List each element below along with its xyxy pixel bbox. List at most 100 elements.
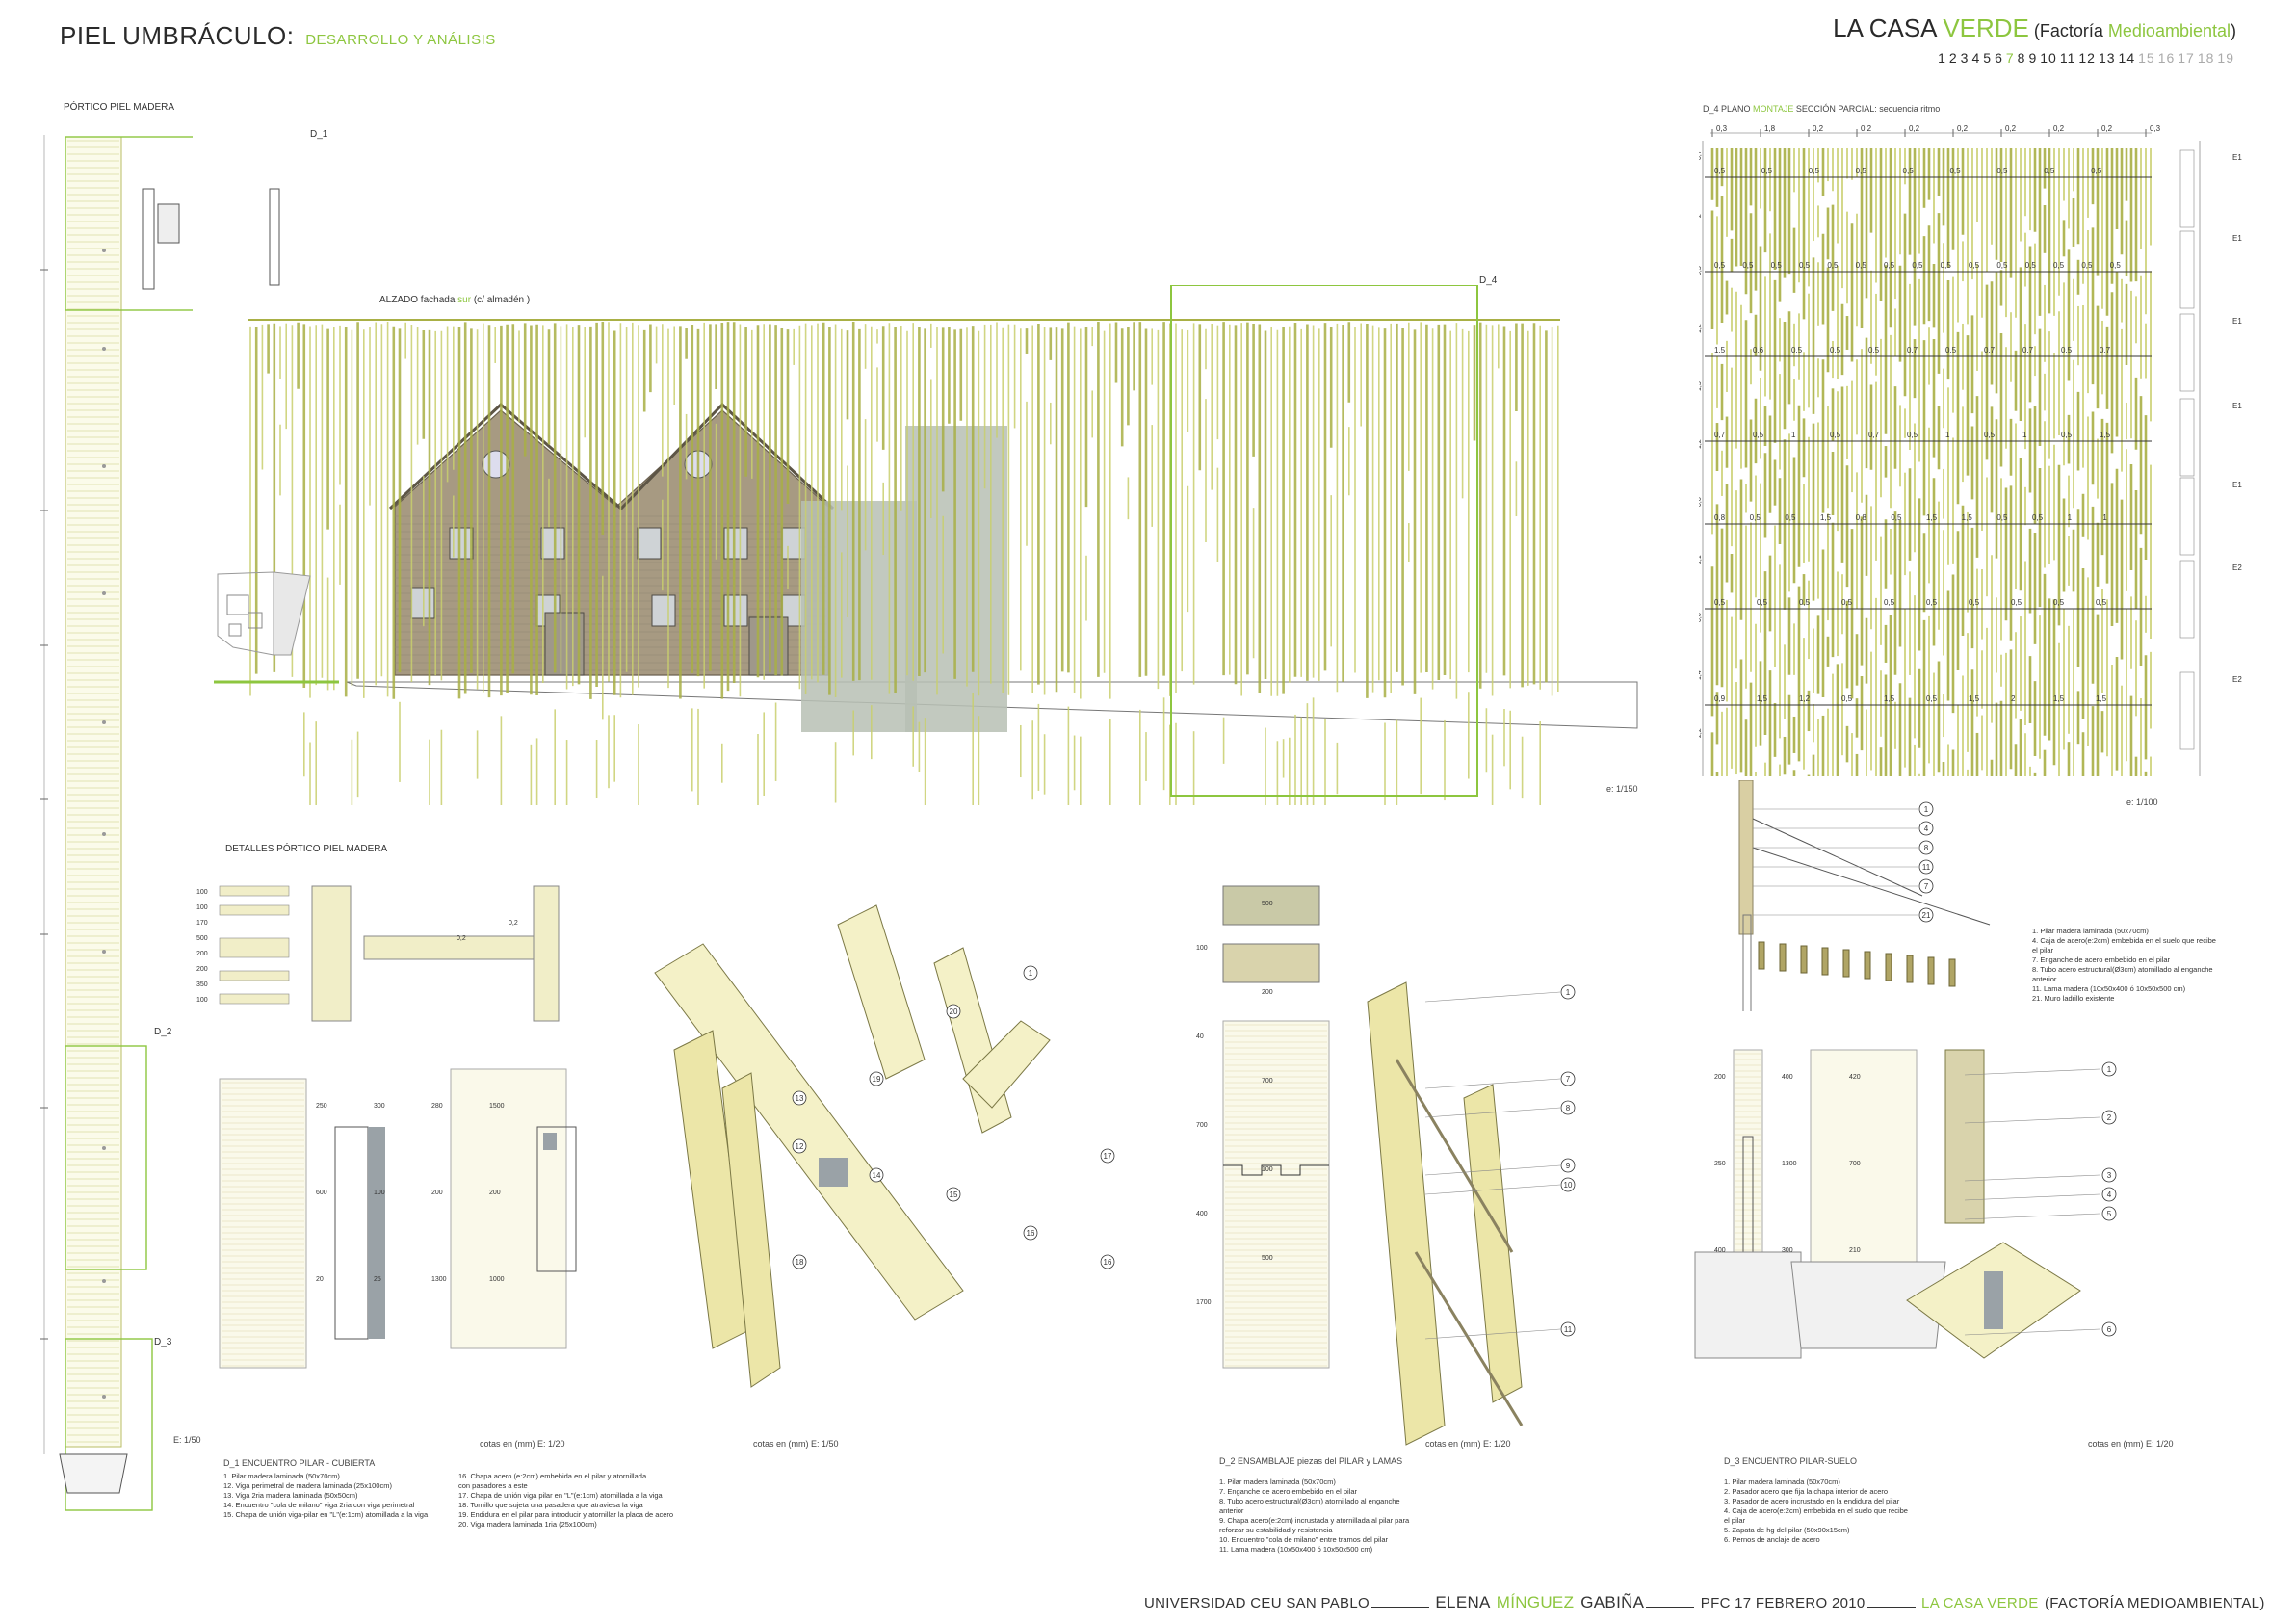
beam-section bbox=[219, 970, 290, 981]
callout-number: 15 bbox=[950, 1190, 958, 1199]
d4-rail-dim: 0,5 bbox=[1827, 261, 1839, 270]
page-number[interactable]: 7 bbox=[2005, 50, 2015, 65]
d2-plan-top bbox=[1222, 885, 1320, 926]
project-suffix-accent: Medioambiental bbox=[2107, 21, 2231, 40]
d4-rail-dim: 0,5 bbox=[1742, 261, 1754, 270]
legend-item: anterior bbox=[2032, 975, 2057, 983]
page-number[interactable]: 13 bbox=[2098, 50, 2116, 65]
d4-rail-dim: 0,5 bbox=[1941, 261, 1952, 270]
lath-piece bbox=[1821, 947, 1829, 976]
page-number[interactable]: 17 bbox=[2178, 50, 2195, 65]
elevation-drawing bbox=[248, 285, 1638, 805]
portico-bolt bbox=[102, 832, 106, 836]
project-suffix-close: ) bbox=[2231, 21, 2236, 40]
page-number[interactable]: 6 bbox=[1995, 50, 2003, 65]
page-number[interactable]: 19 bbox=[2217, 50, 2234, 65]
callout-number: 19 bbox=[873, 1075, 881, 1084]
d3-callout bbox=[2101, 1167, 2117, 1183]
d3-dim: 200 bbox=[1714, 1074, 1726, 1081]
d3-dim: 210 bbox=[1849, 1247, 1861, 1254]
page-number[interactable]: 5 bbox=[1983, 50, 1993, 65]
callout-number: 9 bbox=[1566, 1162, 1571, 1170]
d4-top-dim: 0,2 bbox=[2053, 124, 2065, 133]
d2-dim: 500 bbox=[1262, 1255, 1273, 1262]
page-number[interactable]: 10 bbox=[2040, 50, 2057, 65]
footer-author-accent: MÍNGUEZ bbox=[1496, 1593, 1575, 1611]
callout-number: 18 bbox=[796, 1258, 804, 1267]
d4-side-dim: 2,1 bbox=[1699, 555, 1703, 564]
e-segment bbox=[2179, 313, 2195, 392]
legend-item: 18. Tornillo que sujeta una pasadera que… bbox=[458, 1501, 643, 1509]
page-number[interactable]: 3 bbox=[1960, 50, 1970, 65]
page-number[interactable]: 9 bbox=[2028, 50, 2038, 65]
page-number[interactable]: 14 bbox=[2118, 50, 2136, 65]
d1-callout bbox=[792, 1254, 807, 1269]
legend-item: 11. Lama madera (10x50x400 ó 10x50x500 c… bbox=[1219, 1545, 1373, 1554]
page-number[interactable]: 16 bbox=[2157, 50, 2176, 65]
page-number[interactable]: 18 bbox=[2197, 50, 2215, 65]
d4-rail-dim: 0,5 bbox=[1969, 598, 1980, 607]
dovetail-joint bbox=[1223, 1164, 1329, 1176]
d3-callout bbox=[2101, 1206, 2117, 1221]
pillar-elevation bbox=[219, 1078, 307, 1369]
callout-number: 5 bbox=[2107, 1210, 2112, 1218]
sheet-subtitle: DESARROLLO Y ANÁLISIS bbox=[305, 32, 496, 48]
d3-callout bbox=[2101, 1061, 2117, 1077]
ground-slope bbox=[346, 681, 1638, 729]
d1-callout bbox=[792, 1138, 807, 1154]
page-number[interactable]: 8 bbox=[2017, 50, 2026, 65]
d2-callout bbox=[1560, 1177, 1576, 1192]
d4-rail-dim: 0,5 bbox=[2061, 346, 2073, 354]
callout-number: 1 bbox=[2107, 1065, 2112, 1074]
d4-top-dim: 0,2 bbox=[2101, 124, 2113, 133]
steel-plate-shade bbox=[368, 1127, 385, 1339]
footer: UNIVERSIDAD CEU SAN PABLO ELENA MÍNGUEZ … bbox=[1144, 1593, 2267, 1612]
d4-rail-dim: 0,5 bbox=[2053, 598, 2065, 607]
warehouse-door bbox=[544, 612, 585, 676]
page-number[interactable]: 11 bbox=[2059, 50, 2076, 65]
callout-number: 1 bbox=[1924, 805, 1929, 814]
d4-rail-dim: 0,5 bbox=[2110, 261, 2122, 270]
d4-rail-dim: 0,5 bbox=[1757, 598, 1768, 607]
d1-dim: 100 bbox=[196, 997, 208, 1004]
d2-dim: 1700 bbox=[1196, 1299, 1212, 1306]
d3-dim: 420 bbox=[1849, 1074, 1861, 1081]
e-label: E1 bbox=[2232, 317, 2242, 326]
footer-project-rest: (FACTORÍA MEDIOAMBIENTAL) bbox=[2040, 1595, 2265, 1611]
page-number[interactable]: 2 bbox=[1948, 50, 1958, 65]
d1-dim: 350 bbox=[196, 981, 208, 988]
page-number[interactable]: 15 bbox=[2138, 50, 2155, 65]
d4-rail-dim: 0,5 bbox=[2091, 167, 2102, 175]
legend-item: 7. Enganche de acero embebido en el pila… bbox=[1219, 1487, 1358, 1496]
d4-top-dim: 0,3 bbox=[1716, 124, 1728, 133]
d4-rail-dim: 0,5 bbox=[1945, 346, 1957, 354]
callout-number: 11 bbox=[1922, 863, 1931, 872]
d4-rail-dim: 0,5 bbox=[1884, 261, 1895, 270]
page-number[interactable]: 4 bbox=[1971, 50, 1981, 65]
callout-number: 21 bbox=[1922, 911, 1931, 920]
d4-rail-dim: 0,5 bbox=[1868, 346, 1880, 354]
page-number[interactable]: 12 bbox=[2078, 50, 2096, 65]
page-number[interactable]: 1 bbox=[1938, 50, 1946, 65]
d2-plan-bottom bbox=[1222, 943, 1320, 983]
leader bbox=[1424, 1078, 1561, 1089]
d4-side-dim: 1,4 bbox=[1699, 670, 1703, 680]
d1-dim: 600 bbox=[316, 1190, 327, 1196]
d1-scale: cotas en (mm) E: 1/20 bbox=[480, 1439, 565, 1449]
d4-top-dim: 1,8 bbox=[1764, 124, 1776, 133]
portico-d1-panel bbox=[142, 188, 280, 290]
d2-dim: 400 bbox=[1196, 1211, 1208, 1217]
d1-dim: 200 bbox=[431, 1190, 443, 1196]
d1-dim: 20 bbox=[316, 1276, 324, 1283]
cotas-label-4: cotas en (mm) bbox=[2088, 1439, 2144, 1449]
legend-item: 14. Encuentro "cola de milano" viga 2ria… bbox=[223, 1501, 415, 1509]
lath-piece bbox=[1927, 956, 1935, 985]
legend-item: 3. Pasador de acero incrustado en la end… bbox=[1724, 1497, 1900, 1505]
arched-window bbox=[651, 594, 676, 627]
footer-author-a: ELENA bbox=[1435, 1593, 1495, 1611]
d3-plate bbox=[1984, 1271, 2003, 1329]
d3-footing bbox=[1790, 1261, 1946, 1349]
d3-callout bbox=[2101, 1187, 2117, 1202]
d2-dim: 200 bbox=[1262, 989, 1273, 996]
d4-plan-title: D_4 PLANO MONTAJE SECCIÓN PARCIAL: secue… bbox=[1703, 104, 1940, 114]
